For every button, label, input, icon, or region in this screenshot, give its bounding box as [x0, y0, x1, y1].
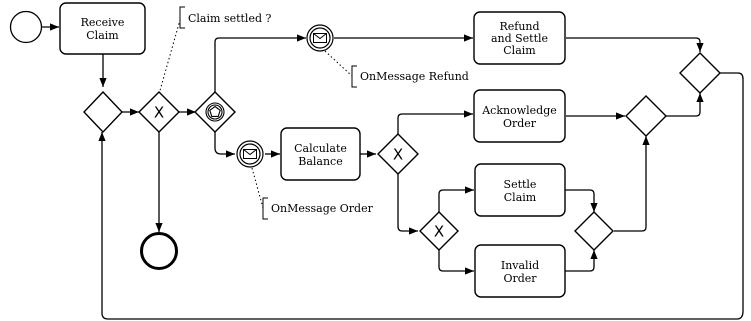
end-event[interactable]	[140, 232, 178, 270]
task-label-line-2: Claim	[504, 191, 537, 204]
task-settle-claim[interactable]: Settle Claim	[474, 163, 566, 217]
flow-xor3-to-invalid	[438, 250, 474, 275]
task-label-line-1: Receive	[81, 16, 125, 29]
assoc-on-message-refund	[324, 50, 353, 77]
task-label-line-1: Calculate	[294, 142, 347, 155]
assoc-on-message-order	[251, 167, 264, 209]
flow-eventgw-to-refund-msg	[214, 34, 306, 92]
x-marker: X	[434, 223, 444, 241]
flow-eventgw-to-order-msg	[214, 131, 235, 158]
flow-refund-to-final	[566, 37, 704, 52]
join-gateway-order[interactable]	[625, 95, 667, 137]
flow-join2-to-final	[666, 93, 704, 117]
task-label-line-1: Settle	[504, 178, 537, 191]
start-event[interactable]	[9, 10, 43, 44]
message-event-refund[interactable]	[306, 24, 334, 52]
task-label-line-2: Balance	[298, 155, 342, 168]
task-label-line-1: Refund	[499, 20, 539, 33]
task-invalid-order[interactable]: Invalid Order	[474, 244, 566, 298]
assoc-claim-settled	[158, 19, 181, 95]
x-marker: X	[154, 104, 164, 122]
task-label-line-2: and Settle	[491, 32, 548, 45]
task-label-line-3: Claim	[503, 44, 536, 57]
flow-xor3-to-settle	[438, 186, 474, 212]
flow-loop-back	[98, 72, 744, 320]
x-marker: X	[393, 146, 403, 164]
exclusive-gateway-claim[interactable]: X	[419, 211, 459, 251]
annotation-on-message-order: OnMessage Order	[271, 202, 374, 215]
flow-xor2-to-ack	[397, 110, 473, 134]
task-label-line-1: Acknowledge	[481, 104, 557, 117]
task-acknowledge-order[interactable]: Acknowledge Order	[473, 89, 566, 143]
task-label-line-2: Order	[503, 117, 537, 130]
exclusive-gateway-order[interactable]: X	[377, 133, 419, 175]
pentagon-icon	[209, 105, 221, 117]
task-label-line-2: Order	[503, 272, 537, 285]
task-label-line-2: Claim	[86, 29, 119, 42]
task-refund-and-settle-claim[interactable]: Refund and Settle Claim	[473, 11, 566, 65]
flow-invalid-to-join	[565, 250, 598, 272]
join-gateway-final[interactable]	[679, 52, 721, 94]
task-receive-claim[interactable]: Receive Claim	[59, 2, 146, 55]
task-label-line-1: Invalid	[501, 259, 539, 272]
annotation-claim-settled: Claim settled ?	[188, 12, 271, 25]
flow-join-to-join2	[614, 136, 650, 232]
flow-xor2-to-xor3	[397, 174, 418, 235]
message-event-order[interactable]	[236, 140, 264, 168]
annotation-bracket-claim-settled	[179, 6, 185, 29]
annotation-on-message-refund: OnMessage Refund	[360, 70, 469, 83]
join-gateway-settle-invalid[interactable]	[574, 211, 614, 251]
task-calculate-balance[interactable]: Calculate Balance	[280, 127, 361, 181]
exclusive-gateway-claim-settled[interactable]: X	[138, 91, 180, 133]
event-based-gateway[interactable]	[194, 91, 236, 133]
annotations: Claim settled ? OnMessage Refund OnMessa…	[158, 6, 469, 220]
merge-gateway[interactable]	[83, 90, 123, 134]
annotation-bracket-on-message-refund	[351, 65, 357, 88]
annotation-bracket-on-message-order	[262, 197, 268, 220]
flow-settle-to-join	[565, 189, 598, 212]
sequence-flows	[42, 23, 744, 320]
envelope-icon	[313, 33, 327, 43]
envelope-icon	[243, 149, 257, 159]
